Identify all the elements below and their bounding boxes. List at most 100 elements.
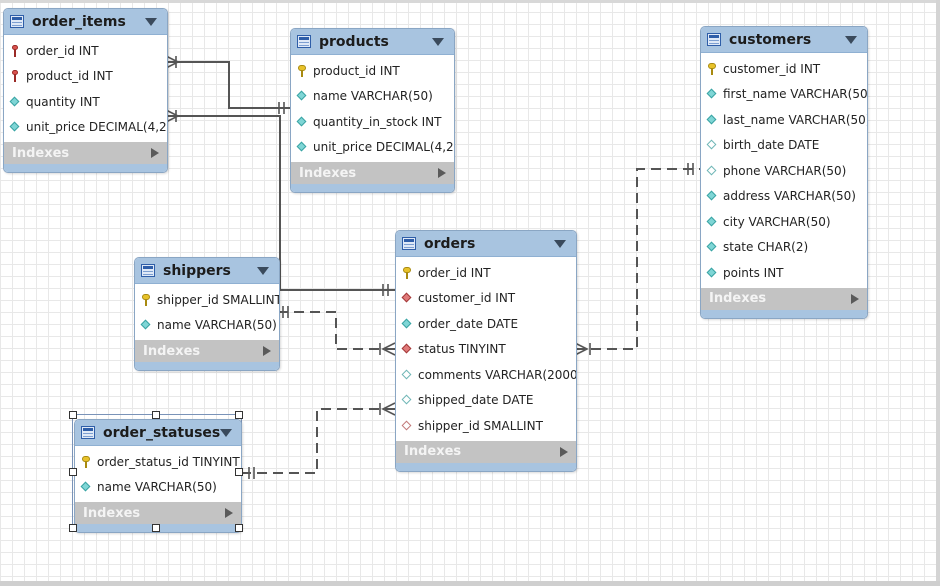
resize-handle[interactable] bbox=[235, 468, 243, 476]
resize-handle[interactable] bbox=[69, 411, 77, 419]
not-null-column-icon bbox=[707, 114, 717, 126]
pk-fk-icon bbox=[10, 70, 20, 83]
expand-arrow-icon[interactable] bbox=[438, 168, 446, 178]
column-row[interactable]: quantity_in_stock INT bbox=[291, 109, 454, 135]
column-row[interactable]: name VARCHAR(50) bbox=[291, 84, 454, 110]
indexes-label: Indexes bbox=[12, 145, 70, 161]
table-title: products bbox=[319, 33, 389, 50]
column-row[interactable]: order_id INT bbox=[4, 38, 167, 64]
table-icon bbox=[707, 33, 721, 46]
table-orders[interactable]: orders order_id INT customer_id INT orde… bbox=[395, 230, 577, 472]
table-footer bbox=[396, 462, 576, 471]
table-products[interactable]: products product_id INT name VARCHAR(50)… bbox=[290, 28, 455, 193]
resize-handle[interactable] bbox=[235, 524, 243, 532]
table-customers[interactable]: customers customer_id INT first_name VAR… bbox=[700, 26, 868, 319]
table-icon bbox=[297, 35, 311, 48]
column-row[interactable]: name VARCHAR(50) bbox=[135, 313, 279, 339]
table-header[interactable]: orders bbox=[396, 231, 576, 257]
column-label: city VARCHAR(50) bbox=[723, 214, 831, 229]
column-row[interactable]: customer_id INT bbox=[701, 56, 867, 82]
collapse-arrow-icon[interactable] bbox=[554, 239, 566, 248]
primary-key-icon bbox=[141, 293, 151, 306]
column-label: order_id INT bbox=[26, 43, 99, 58]
column-row[interactable]: phone VARCHAR(50) bbox=[701, 158, 867, 184]
table-order-statuses[interactable]: order_statuses order_status_id TINYINT n… bbox=[74, 419, 242, 533]
column-row[interactable]: shipper_id SMALLINT bbox=[396, 413, 576, 439]
not-null-column-icon bbox=[707, 267, 717, 279]
column-label: customer_id INT bbox=[418, 291, 516, 306]
column-row[interactable]: product_id INT bbox=[291, 58, 454, 84]
not-null-column-icon bbox=[297, 141, 307, 153]
column-row[interactable]: product_id INT bbox=[4, 64, 167, 90]
column-row[interactable]: customer_id INT bbox=[396, 286, 576, 312]
nullable-column-icon bbox=[402, 369, 412, 381]
table-icon bbox=[10, 15, 24, 28]
collapse-arrow-icon[interactable] bbox=[220, 428, 233, 437]
column-row[interactable]: name VARCHAR(50) bbox=[75, 475, 241, 501]
expand-arrow-icon[interactable] bbox=[560, 446, 568, 457]
column-label: shipper_id SMALLINT bbox=[418, 418, 543, 433]
column-row[interactable]: state CHAR(2) bbox=[701, 235, 867, 261]
column-list: order_id INT customer_id INT order_date … bbox=[396, 257, 576, 441]
expand-arrow-icon[interactable] bbox=[263, 346, 271, 356]
column-row[interactable]: order_date DATE bbox=[396, 311, 576, 337]
table-shippers[interactable]: shippers shipper_id SMALLINT name VARCHA… bbox=[134, 257, 280, 371]
table-order-items[interactable]: order_items order_id INT product_id INT … bbox=[3, 8, 168, 173]
table-header[interactable]: order_statuses bbox=[75, 420, 241, 446]
indexes-bar[interactable]: Indexes bbox=[75, 502, 241, 524]
column-row[interactable]: order_id INT bbox=[396, 260, 576, 286]
column-row[interactable]: unit_price DECIMAL(4,2) bbox=[4, 115, 167, 141]
canvas-bottom-border bbox=[0, 581, 940, 586]
resize-handle[interactable] bbox=[235, 411, 243, 419]
indexes-bar[interactable]: Indexes bbox=[135, 340, 279, 362]
not-null-column-icon bbox=[707, 216, 717, 228]
column-row[interactable]: status TINYINT bbox=[396, 337, 576, 363]
collapse-arrow-icon[interactable] bbox=[845, 35, 857, 44]
collapse-arrow-icon[interactable] bbox=[257, 266, 269, 275]
table-header[interactable]: customers bbox=[701, 27, 867, 53]
nullable-column-icon bbox=[707, 165, 717, 177]
indexes-bar[interactable]: Indexes bbox=[701, 287, 867, 310]
foreign-key-icon bbox=[402, 343, 412, 355]
column-label: name VARCHAR(50) bbox=[157, 318, 277, 333]
relationship-orders-shippers bbox=[278, 311, 395, 350]
column-label: first_name VARCHAR(50) bbox=[723, 87, 868, 102]
column-row[interactable]: order_status_id TINYINT bbox=[75, 449, 241, 475]
expand-arrow-icon[interactable] bbox=[851, 293, 859, 304]
column-label: state CHAR(2) bbox=[723, 240, 809, 255]
resize-handle[interactable] bbox=[152, 411, 160, 419]
column-label: product_id INT bbox=[26, 69, 113, 84]
resize-handle[interactable] bbox=[69, 524, 77, 532]
indexes-label: Indexes bbox=[143, 343, 201, 359]
expand-arrow-icon[interactable] bbox=[225, 508, 233, 518]
collapse-arrow-icon[interactable] bbox=[145, 17, 157, 26]
table-header[interactable]: order_items bbox=[4, 9, 167, 35]
column-row[interactable]: shipper_id SMALLINT bbox=[135, 287, 279, 313]
expand-arrow-icon[interactable] bbox=[151, 148, 159, 158]
column-row[interactable]: quantity INT bbox=[4, 89, 167, 115]
collapse-arrow-icon[interactable] bbox=[432, 37, 444, 46]
table-header[interactable]: products bbox=[291, 29, 454, 55]
table-title: order_items bbox=[32, 13, 126, 30]
column-row[interactable]: birth_date DATE bbox=[701, 133, 867, 159]
resize-handle[interactable] bbox=[69, 468, 77, 476]
canvas-right-border bbox=[936, 0, 940, 586]
column-row[interactable]: first_name VARCHAR(50) bbox=[701, 82, 867, 108]
table-icon bbox=[141, 264, 155, 277]
column-row[interactable]: shipped_date DATE bbox=[396, 388, 576, 414]
column-row[interactable]: points INT bbox=[701, 260, 867, 286]
column-label: order_id INT bbox=[418, 265, 491, 280]
indexes-bar[interactable]: Indexes bbox=[291, 162, 454, 184]
column-row[interactable]: last_name VARCHAR(50) bbox=[701, 107, 867, 133]
column-row[interactable]: city VARCHAR(50) bbox=[701, 209, 867, 235]
column-row[interactable]: comments VARCHAR(2000) bbox=[396, 362, 576, 388]
indexes-bar[interactable]: Indexes bbox=[4, 142, 167, 164]
indexes-bar[interactable]: Indexes bbox=[396, 440, 576, 463]
column-list: order_status_id TINYINT name VARCHAR(50) bbox=[75, 446, 241, 502]
column-row[interactable]: unit_price DECIMAL(4,2) bbox=[291, 135, 454, 161]
not-null-column-icon bbox=[81, 481, 91, 493]
resize-handle[interactable] bbox=[152, 524, 160, 532]
table-header[interactable]: shippers bbox=[135, 258, 279, 284]
column-row[interactable]: address VARCHAR(50) bbox=[701, 184, 867, 210]
